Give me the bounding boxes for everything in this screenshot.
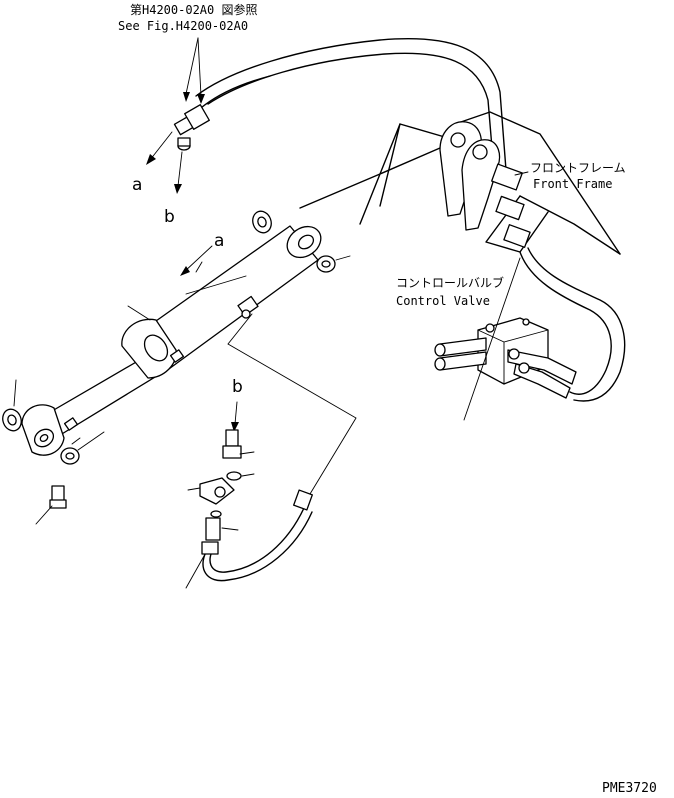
front-frame — [299, 111, 621, 255]
bushing-cap-end — [316, 255, 351, 273]
cylinder-leaders — [13, 275, 247, 445]
callout-b-fitting: b — [232, 377, 243, 397]
fitting-rod-end-lower — [35, 485, 67, 525]
figure-reference-jp: 第H4200-02A0 図参照 — [130, 2, 257, 17]
control-valve-label-jp: コントロールバルブ — [396, 275, 504, 290]
hydraulic-cylinder — [21, 225, 322, 456]
washer-cap-end — [252, 210, 272, 234]
control-valve-leader — [463, 257, 521, 421]
front-frame-leader — [514, 171, 529, 176]
hose-cylinder-to-valve — [202, 313, 357, 582]
callout-a-cylinder: a — [214, 231, 224, 251]
bushing-rod-end — [60, 431, 105, 465]
cylinder-callout-arrow — [180, 245, 213, 276]
control-valve — [434, 317, 577, 399]
front-frame-label-jp: フロントフレーム — [530, 161, 626, 175]
washer-rod-end — [2, 408, 22, 432]
control-valve-label-en: Control Valve — [396, 294, 490, 308]
callout-b-upper: b — [164, 207, 175, 227]
drawing-code: PME3720 — [602, 781, 657, 796]
front-frame-label-en: Front Frame — [533, 177, 612, 191]
upper-callout-arrows — [146, 131, 183, 194]
figure-reference-en: See Fig.H4200-02A0 — [118, 19, 248, 33]
fitting-stack-b — [185, 401, 255, 589]
hose-frame-to-valve — [519, 247, 626, 402]
upper-hose-fittings — [173, 104, 210, 151]
figure-reference-leaders — [183, 37, 205, 104]
callout-a-upper: a — [132, 175, 142, 195]
